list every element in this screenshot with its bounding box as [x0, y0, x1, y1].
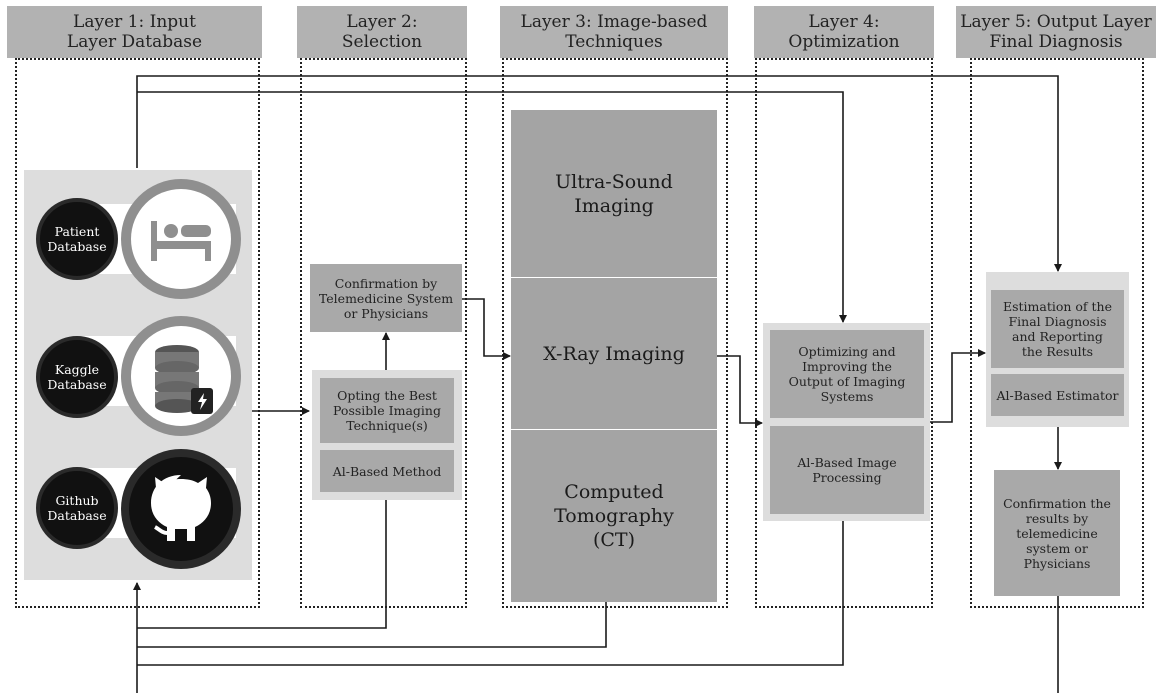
opting-technique-box: Opting the Best Possible Imaging Techniq…	[320, 378, 454, 443]
ai-estimator-box: Al-Based Estimator	[991, 374, 1124, 416]
ultrasound-imaging-box: Ultra-Sound Imaging	[511, 110, 717, 277]
ai-image-processing-box: Al-Based Image Processing	[770, 426, 924, 514]
github-octocat-icon	[121, 449, 241, 569]
final-diagnosis-box: Estimation of the Final Diagnosis and Re…	[991, 290, 1124, 368]
line-feedback-selection	[137, 500, 387, 629]
layer-1-title: Layer 1: Input Layer Database	[66, 12, 203, 52]
layer-4-column	[755, 58, 933, 608]
kaggle-database-label: Kaggle Database	[36, 336, 118, 418]
database-icon	[121, 316, 241, 436]
arrow-xray-to-optimization	[717, 355, 763, 427]
github-database-label: Github Database	[36, 467, 118, 549]
arrow-optimization-to-output	[930, 349, 986, 423]
layer-2-header: Layer 2: Selection	[297, 6, 467, 58]
layer-5-column	[970, 58, 1144, 608]
ai-based-method-box: Al-Based Method	[320, 450, 454, 492]
selection-confirmation-box: Confirmation by Telemedicine System or P…	[310, 264, 462, 332]
line-db-to-optimization-top	[137, 91, 847, 323]
layer-1-header: Layer 1: Input Layer Database	[7, 6, 262, 58]
layer-5-title: Layer 5: Output Layer Final Diagnosis	[960, 12, 1152, 52]
arrow-confirmation-to-xray	[462, 298, 511, 360]
layer-4-header: Layer 4: Optimization	[754, 6, 934, 58]
layer-2-column	[300, 58, 467, 608]
layer-2-title: Layer 2: Selection	[341, 12, 423, 52]
layer-5-header: Layer 5: Output Layer Final Diagnosis	[956, 6, 1156, 58]
layer-3-header: Layer 3: Image-based Techniques	[500, 6, 728, 58]
hospital-bed-icon	[121, 179, 241, 299]
optimizing-output-box: Optimizing and Improving the Output of I…	[770, 330, 924, 418]
line-db-to-output-top	[136, 75, 1062, 272]
layer-3-column	[502, 58, 728, 608]
line-feedback-ct	[137, 602, 607, 648]
xray-imaging-box: X-Ray Imaging	[511, 278, 717, 429]
results-confirmation-box: Confirmation the results by telemedicine…	[994, 470, 1120, 596]
line-feedback-optimization	[137, 521, 844, 666]
layer-3-title: Layer 3: Image-based Techniques	[520, 12, 708, 52]
patient-database-label: Patient Database	[36, 198, 118, 280]
ct-imaging-box: Computed Tomography (CT)	[511, 430, 717, 602]
layer-4-title: Layer 4: Optimization	[788, 12, 900, 52]
